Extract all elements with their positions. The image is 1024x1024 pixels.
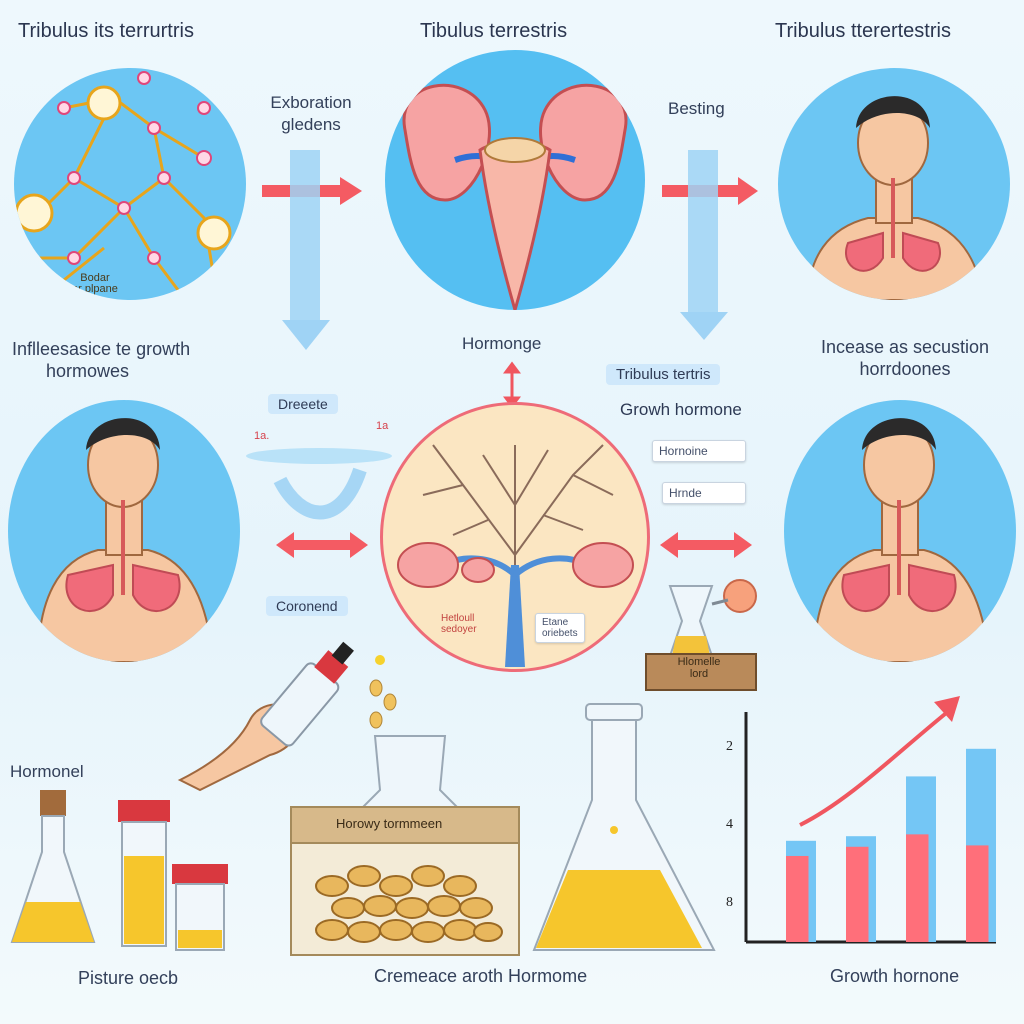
arrow-double-left: [276, 532, 368, 558]
y-tick-label: 4: [726, 817, 733, 832]
header-right: Tribulus tterertestris: [775, 20, 951, 42]
molecule-network: [14, 71, 232, 299]
arrow-double-right: [660, 532, 752, 558]
bar-red: [846, 846, 869, 942]
flask-cork: [10, 790, 96, 943]
header-center: Tibulus terrestris: [420, 20, 568, 42]
person-illustration-right: [812, 418, 991, 662]
seeds: [315, 865, 503, 943]
trend-arrowhead: [934, 696, 960, 722]
erlenmeyer-flask: [532, 703, 716, 951]
test-tube-1: [118, 800, 170, 947]
molecule-caption-2: or plpane: [72, 283, 118, 295]
tag-hrnde: Hrnde: [662, 482, 746, 504]
molecule-caption-1: Bodar: [80, 272, 110, 284]
person-circle-top: [778, 68, 1010, 300]
kidney-circle: [385, 50, 645, 310]
label-growh-hormone: Growh hormone: [620, 400, 742, 419]
arrow-right-2: [662, 177, 758, 205]
caption-right: Growth hornone: [830, 966, 960, 986]
bar-red: [966, 845, 989, 942]
label-horrdoones: horrdoones: [859, 359, 951, 379]
tree-circle: Hetloull sedoyer Etane oriebets: [380, 402, 650, 672]
arrow-updown-center: [503, 361, 521, 409]
molecule-circle: Bodar or plpane: [14, 68, 246, 300]
mark-1a-b: 1a: [376, 420, 389, 432]
chip-oval: [246, 448, 392, 464]
kidney-illustration: [402, 83, 628, 310]
y-tick-label: 2: [726, 739, 733, 754]
trend-arrow: [799, 708, 952, 827]
chip-tribulus: Tribulus tertris: [606, 364, 721, 385]
label-besting: Besting: [668, 99, 725, 118]
tree-tag-1: Etane: [542, 617, 569, 628]
seed-box-label: Horowy tormmeen: [336, 816, 443, 831]
label-influence: Inflleesasice te growth: [12, 339, 191, 359]
tree-illustration: [397, 444, 634, 667]
chip-coronend: Coronend: [266, 596, 348, 616]
mark-1a: 1a.: [254, 430, 270, 442]
arrow-right-1: [262, 177, 362, 205]
caption-left: Pisture oecb: [78, 968, 179, 988]
arrow-down-right: [680, 150, 728, 340]
caption-center: Cremeace aroth Hormome: [374, 966, 588, 986]
seed-box: Horowy tormmeen: [290, 806, 520, 956]
person-circle-left: [8, 400, 240, 662]
label-hormonge: Hormonge: [462, 334, 542, 353]
chip-dreeete: Dreeete: [268, 394, 338, 414]
arrow-curved-left: [273, 467, 367, 520]
person-circle-right: [784, 400, 1016, 662]
tree-tag-2: oriebets: [542, 628, 578, 639]
arrow-down-left: [282, 150, 330, 350]
tree-label-1: Hetloull: [441, 613, 475, 624]
label-exboration: Exboration: [270, 93, 352, 112]
bar-chart: 2 4 8: [726, 696, 996, 944]
tag-hornoine: Hornoine: [652, 440, 746, 462]
label-gledens: gledens: [281, 115, 341, 134]
person-illustration-left: [36, 418, 215, 662]
bar-red: [906, 834, 929, 942]
label-increase: Incease as secustion: [820, 337, 990, 357]
label-hormonel: Hormonel: [10, 762, 84, 781]
header-left: Tribulus its terrurtris: [18, 20, 194, 42]
label-hormowes: hormowes: [46, 361, 130, 381]
jar-label-2: lord: [689, 668, 709, 680]
jar-label-1: Hlomelle: [677, 656, 721, 668]
person-illustration-top: [806, 96, 985, 300]
test-tube-2: [172, 864, 228, 951]
tree-label-2: sedoyer: [441, 624, 477, 635]
hourglass-jar: [645, 579, 757, 691]
y-tick-label: 8: [726, 895, 733, 910]
bar-red: [786, 855, 809, 942]
hand-dropper: [177, 641, 397, 792]
